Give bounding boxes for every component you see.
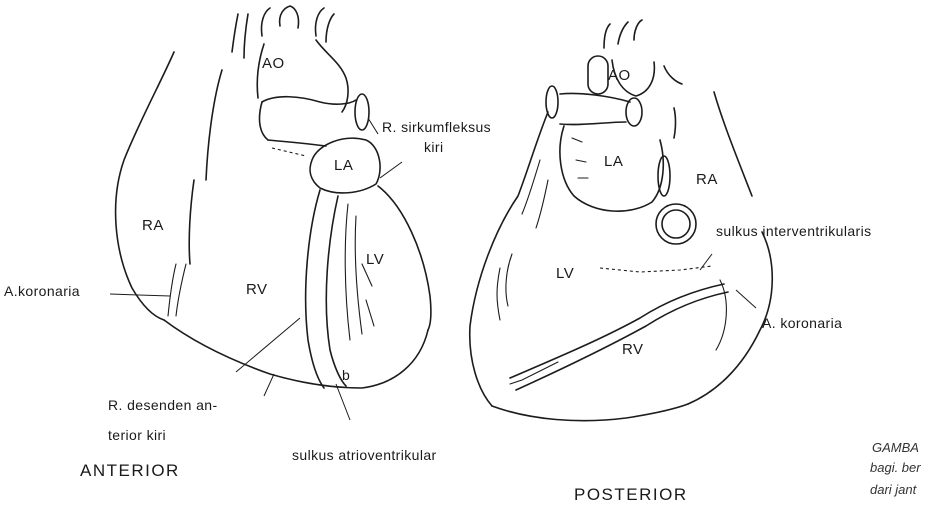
figure-caption-line1: GAMBA [872,440,919,455]
anterior-left-atrium-label: LA [334,157,353,174]
anterior-a-koronaria-label: A.koronaria [4,283,80,299]
figure-caption-line2: bagi. ber [870,460,921,475]
posterior-left-ventricle-label: LV [556,265,574,282]
anterior-b-label: b [342,367,350,383]
r-sirkumfleksus-label: R. sirkumfleksus [382,119,491,135]
posterior-left-atrium-label: LA [604,153,623,170]
sulkus-atrioventrikular-label: sulkus atrioventrikular [292,447,437,463]
anterior-aorta-label: AO [262,55,285,72]
anterior-view-title: ANTERIOR [80,461,180,480]
figure-caption-line3: dari jant [870,482,918,497]
sulkus-interventrikularis-label: sulkus interventrikularis [716,223,872,239]
posterior-aorta-label: AO [608,67,631,84]
r-desenden-label-line1: R. desenden an- [108,397,218,413]
posterior-view-title: POSTERIOR [574,485,688,504]
posterior-right-ventricle-label: RV [622,341,644,358]
r-sirkumfleksus-kiri-label: kiri [424,139,443,155]
anterior-right-ventricle-label: RV [246,281,268,298]
posterior-a-koronaria-label: A. koronaria [762,315,842,331]
anterior-left-ventricle-label: LV [366,251,384,268]
r-desenden-label-line2: terior kiri [108,427,166,443]
anterior-right-atrium-label: RA [142,217,164,234]
posterior-right-atrium-label: RA [696,171,718,188]
